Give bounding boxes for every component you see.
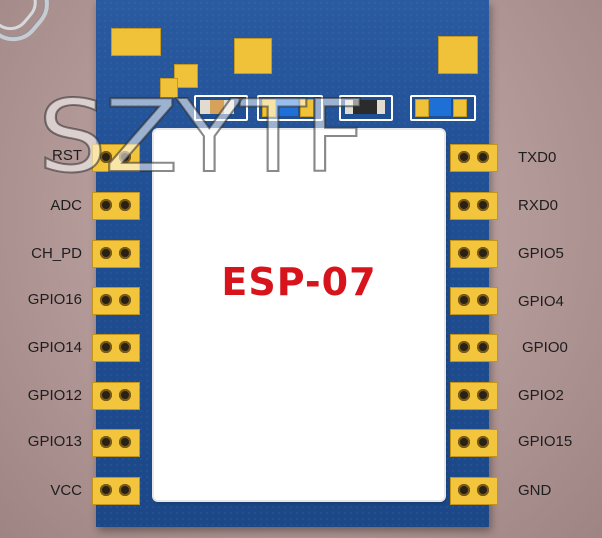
pad-antenna-2 (234, 38, 272, 74)
pin-label-right: TXD0 (518, 149, 557, 166)
pin-right-5 (450, 334, 498, 362)
pin-right-2 (450, 192, 498, 220)
pin-left-3 (92, 240, 140, 268)
pin-label-left: GPIO13 (27, 433, 82, 450)
pin-label-left: RST (52, 147, 82, 164)
capacitor-end (224, 100, 234, 114)
pin-label-right: GPIO15 (518, 433, 573, 450)
pin-label-left: VCC (50, 482, 82, 499)
pin-label-right: GND (518, 482, 552, 499)
led-pad (262, 99, 276, 117)
pin-left-2 (92, 192, 140, 220)
resistor-end (345, 100, 353, 114)
pin-label-right: GPIO5 (518, 245, 564, 262)
pin-left-4 (92, 287, 140, 315)
pin-right-6 (450, 382, 498, 410)
pin-right-4 (450, 287, 498, 315)
pin-left-7 (92, 429, 140, 457)
pin-label-left: ADC (50, 197, 82, 214)
module-title: ESP-07 (221, 260, 377, 304)
pin-label-right: GPIO0 (522, 339, 568, 356)
shield-can: ESP-07 (154, 130, 444, 500)
pin-left-1 (92, 144, 140, 172)
pad-small (174, 64, 198, 88)
pin-label-left: CH_PD (31, 245, 82, 262)
pin-right-3 (450, 240, 498, 268)
led-pad (453, 99, 467, 117)
capacitor-end (200, 100, 210, 114)
pin-label-left: GPIO12 (27, 387, 82, 404)
pin-left-8 (92, 477, 140, 505)
pad-antenna-3 (438, 36, 478, 74)
pin-label-right: GPIO4 (518, 293, 564, 310)
resistor (353, 100, 377, 114)
pin-label-left: GPIO16 (27, 291, 82, 308)
pad-antenna-1 (111, 28, 161, 56)
pin-right-8 (450, 477, 498, 505)
led-pad (415, 99, 429, 117)
capacitor (210, 100, 224, 114)
blue-led (429, 98, 451, 116)
pin-label-right: GPIO2 (518, 387, 564, 404)
pin-right-7 (450, 429, 498, 457)
pin-label-right: RXD0 (518, 197, 559, 214)
pin-label-left: GPIO14 (27, 339, 82, 356)
pin-left-6 (92, 382, 140, 410)
pin-right-1 (450, 144, 498, 172)
led-pad (300, 99, 314, 117)
blue-led (276, 98, 298, 116)
pad-tiny (160, 78, 178, 98)
pin-left-5 (92, 334, 140, 362)
resistor-end (377, 100, 385, 114)
